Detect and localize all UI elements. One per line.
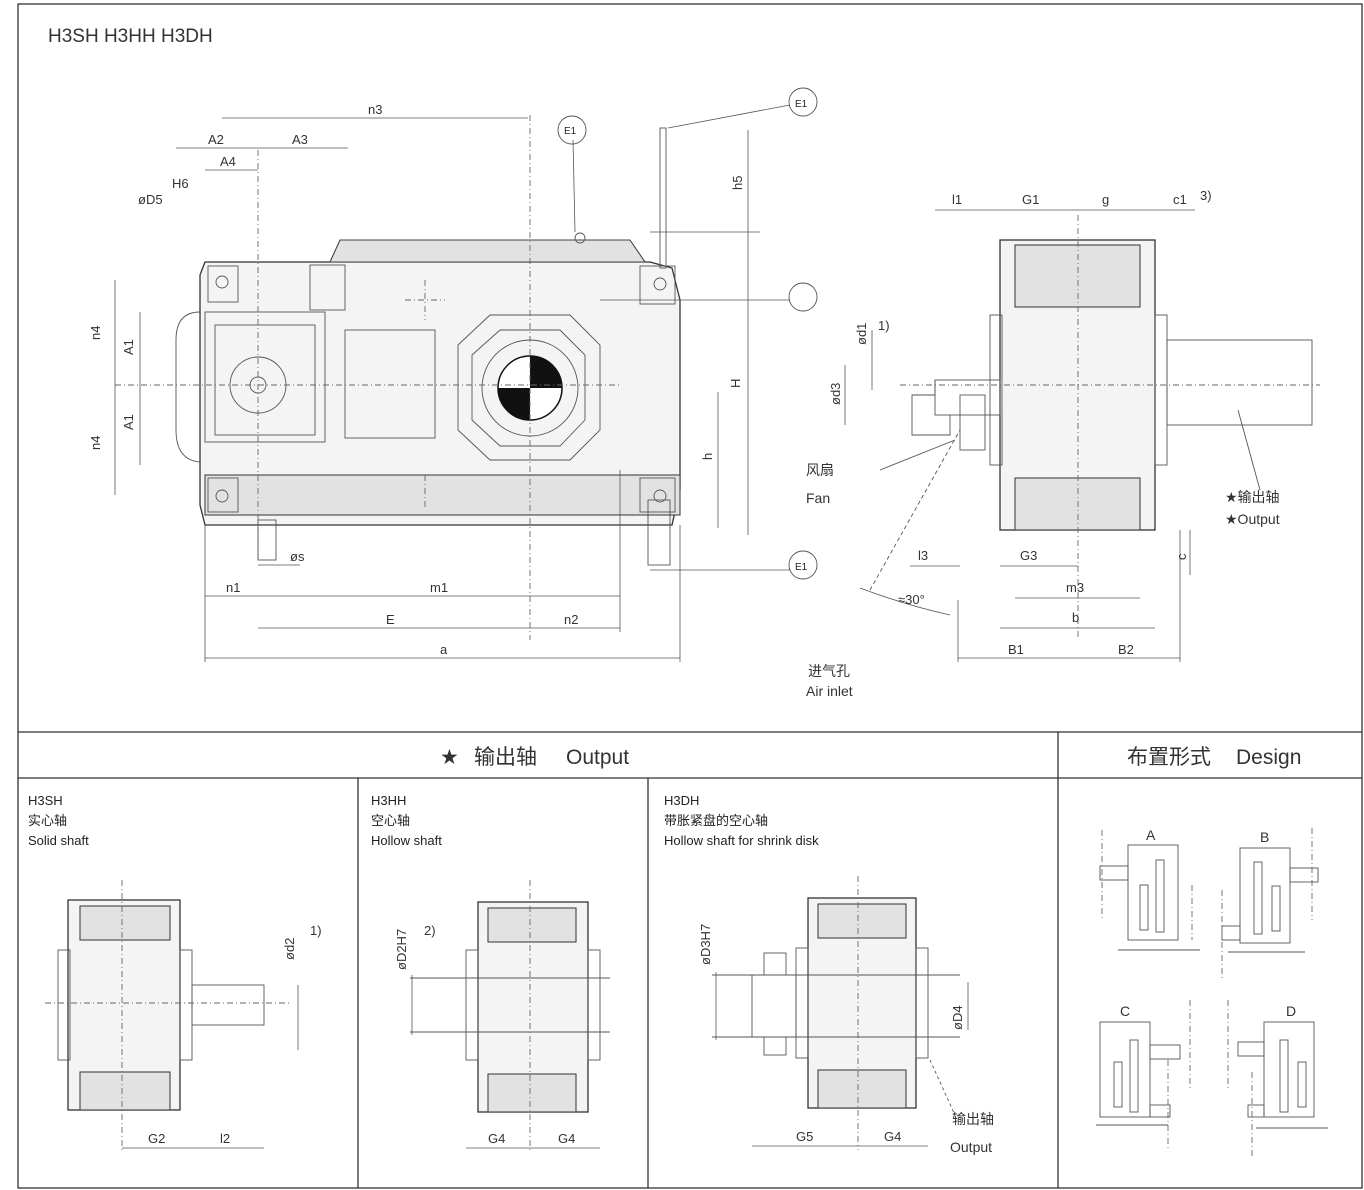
- design-label-B: B: [1260, 829, 1269, 845]
- output-header-en: Output: [566, 746, 629, 769]
- dim-c: c: [1174, 553, 1189, 560]
- design-header-en: Design: [1236, 746, 1301, 769]
- dim-b: b: [1072, 610, 1079, 625]
- dim-G2: G2: [148, 1131, 165, 1146]
- output-label-en: ★Output: [1225, 511, 1280, 527]
- dim-l2: l2: [220, 1131, 230, 1146]
- variant2-cn: 空心轴: [371, 813, 410, 828]
- dim-d2: ød2: [282, 938, 297, 960]
- variant-solid-labels: H3SH 实心轴 Solid shaft ød2 1) G2 l2: [28, 793, 322, 1146]
- output-label-cn: ★输出轴: [1225, 489, 1280, 505]
- output-header-cn: 输出轴: [474, 746, 537, 769]
- side-view: [844, 209, 1320, 662]
- dim-c1: c1: [1173, 192, 1187, 207]
- note-1b: 1): [310, 923, 322, 938]
- dim-A2: A2: [208, 132, 224, 147]
- dim-g: g: [1102, 192, 1109, 207]
- variant1-en: Solid shaft: [28, 833, 89, 848]
- air-inlet-cn: 进气孔: [808, 663, 850, 679]
- dim-G4-right: G4: [558, 1131, 575, 1146]
- variant-shrink-labels: H3DH 带胀紧盘的空心轴 Hollow shaft for shrink di…: [664, 793, 994, 1155]
- dim-n1: n1: [226, 580, 240, 595]
- dim-h5: h5: [730, 176, 745, 190]
- dim-H6: H6: [172, 176, 189, 191]
- variant2-code: H3HH: [371, 793, 406, 808]
- callout-2: E1: [795, 99, 808, 110]
- dim-m1: m1: [430, 580, 448, 595]
- dim-B1: B1: [1008, 642, 1024, 657]
- variant-solid-shaft: [45, 880, 299, 1150]
- note-3: 3): [1200, 188, 1212, 203]
- dim-G4-left: G4: [488, 1131, 505, 1146]
- fan-label-cn: 风扇: [806, 462, 834, 478]
- dim-B2: B2: [1118, 642, 1134, 657]
- dim-l1: l1: [952, 192, 962, 207]
- dim-n4-bottom: n4: [88, 436, 103, 450]
- section-headers: ★ 输出轴 Output 布置形式 Design: [440, 746, 1301, 769]
- dim-H: H: [728, 379, 743, 388]
- dim-n4-top: n4: [88, 326, 103, 340]
- dim-d3: ød3: [828, 383, 843, 405]
- dim-n2: n2: [564, 612, 578, 627]
- dim-m3: m3: [1066, 580, 1084, 595]
- dim-s: øs: [290, 549, 305, 564]
- dim-D3H7: øD3H7: [698, 924, 713, 965]
- variant3-cn: 带胀紧盘的空心轴: [664, 813, 768, 828]
- fan-label-en: Fan: [806, 490, 830, 506]
- dim-D4: øD4: [950, 1005, 965, 1030]
- design-header-cn: 布置形式: [1127, 746, 1211, 769]
- design-label-D: D: [1286, 1003, 1296, 1019]
- output-header-star: ★: [440, 746, 459, 769]
- dim-angle: ≈30°: [898, 592, 925, 607]
- dim-G5: G5: [796, 1129, 813, 1144]
- dim-D5: øD5: [138, 192, 163, 207]
- design-arrangements: [1096, 828, 1328, 1158]
- variant1-code: H3SH: [28, 793, 63, 808]
- variant3-output-en: Output: [950, 1139, 992, 1155]
- dim-d1: ød1: [854, 323, 869, 345]
- note-1: 1): [878, 318, 890, 333]
- variant-hollow-labels: H3HH 空心轴 Hollow shaft øD2H7 2) G4 G4: [371, 793, 575, 1146]
- callout-3: E1: [795, 562, 808, 573]
- variant3-code: H3DH: [664, 793, 699, 808]
- dim-A3: A3: [292, 132, 308, 147]
- dim-E: E: [386, 612, 395, 627]
- note-2: 2): [424, 923, 436, 938]
- dim-A1-bottom: A1: [121, 414, 136, 430]
- design-label-C: C: [1120, 1003, 1130, 1019]
- design-label-A: A: [1146, 827, 1156, 843]
- variant3-output-cn: 输出轴: [952, 1111, 994, 1127]
- dim-G1: G1: [1022, 192, 1039, 207]
- dim-n3: n3: [368, 102, 382, 117]
- main-front-view: [114, 87, 818, 662]
- dim-a: a: [440, 642, 448, 657]
- dim-l3: l3: [918, 548, 928, 563]
- dim-G4: G4: [884, 1129, 901, 1144]
- dim-D2H7: øD2H7: [394, 929, 409, 970]
- air-inlet-en: Air inlet: [806, 683, 853, 699]
- side-labels: l1 G1 g c1 3) ød1 1) ød3 风扇 Fan ★输出轴 ★Ou…: [806, 188, 1280, 699]
- sheet-frame: [17, 3, 1363, 1189]
- variant-shrink-disk: [712, 876, 969, 1150]
- variant3-en: Hollow shaft for shrink disk: [664, 833, 819, 848]
- variant1-cn: 实心轴: [28, 813, 67, 828]
- page-title: H3SH H3HH H3DH: [48, 26, 213, 47]
- dim-A4: A4: [220, 154, 236, 169]
- variant-hollow-shaft: [410, 880, 610, 1150]
- dim-A1-top: A1: [121, 339, 136, 355]
- main-dimension-labels: n3 A2 A3 A4 H6 øD5 h5 n4 A1 A1 n4 H h øs…: [88, 99, 808, 657]
- variant2-en: Hollow shaft: [371, 833, 442, 848]
- callout-1: E1: [564, 126, 577, 137]
- dim-h: h: [700, 453, 715, 460]
- dim-G3: G3: [1020, 548, 1037, 563]
- design-labels: A B C D: [1120, 827, 1296, 1019]
